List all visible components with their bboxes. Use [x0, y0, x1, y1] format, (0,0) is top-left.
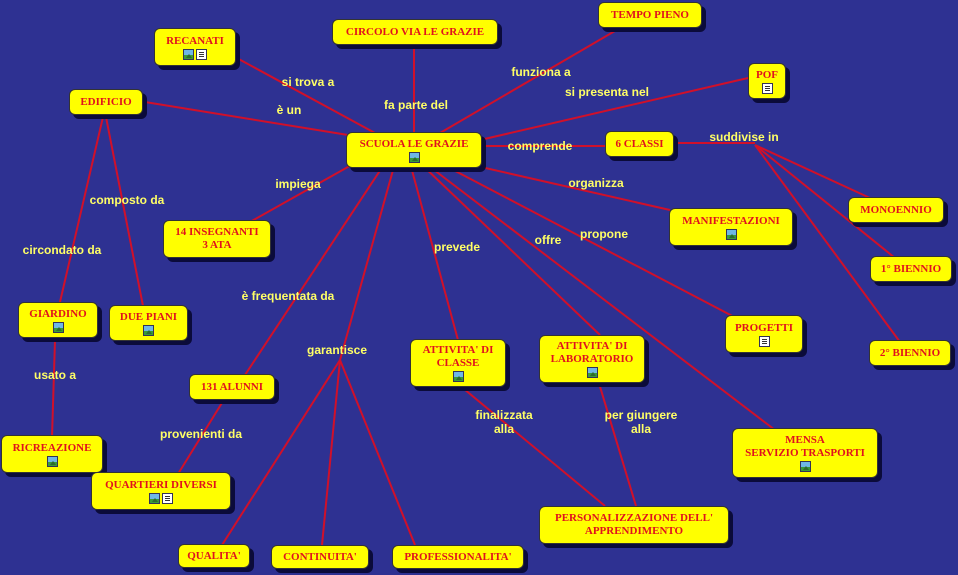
node-due-piani[interactable]: DUE PIANI: [109, 305, 188, 341]
document-icon[interactable]: [196, 48, 207, 60]
node-label: 14 INSEGNANTI 3 ATA: [175, 226, 259, 251]
node-recanati[interactable]: RECANATI: [154, 28, 236, 66]
link-label-e-frequentata-da: è frequentata da: [241, 289, 335, 303]
link-label-per-giungere-alla: per giungere alla: [604, 408, 678, 436]
node-quartieri-diversi[interactable]: QUARTIERI DIVERSI: [91, 472, 231, 510]
document-icon[interactable]: [761, 82, 773, 94]
node-label: RECANATI: [166, 34, 224, 47]
node-label: PROGETTI: [734, 321, 794, 334]
node-label: POF: [756, 68, 778, 81]
image-icon[interactable]: [452, 371, 464, 382]
node-label: EDIFICIO: [80, 95, 132, 108]
link-label-offre: offre: [534, 233, 562, 247]
node-label: PERSONALIZZAZIONE DELL' APPRENDIMENTO: [554, 512, 713, 537]
image-icon[interactable]: [799, 461, 811, 472]
link-label-comprende: comprende: [507, 139, 573, 153]
node-circolo-via-le-grazie[interactable]: CIRCOLO VIA LE GRAZIE: [332, 19, 498, 45]
link-label-organizza: organizza: [568, 176, 624, 190]
node-label: CONTINUITA': [283, 550, 357, 563]
node-attivita-di-classe[interactable]: ATTIVITA' DI CLASSE: [410, 339, 506, 387]
image-icon[interactable]: [149, 492, 160, 504]
node-131-alunni[interactable]: 131 ALUNNI: [189, 374, 275, 400]
link-label-finalizzata-alla: finalizzata alla: [475, 408, 533, 436]
node-label: MANIFESTAZIONI: [682, 214, 780, 227]
node-label: DUE PIANI: [119, 310, 178, 323]
link-label-funziona-a: funziona a: [511, 65, 571, 79]
link-label-circondato-da: circondato da: [22, 243, 102, 257]
node-label: GIARDINO: [29, 307, 87, 320]
node-label: ATTIVITA' DI CLASSE: [422, 344, 494, 369]
node-primo-biennio[interactable]: 1° BIENNIO: [870, 256, 952, 282]
link-label-si-presenta-nel: si presenta nel: [564, 85, 650, 99]
node-edificio[interactable]: EDIFICIO: [69, 89, 143, 115]
node-label: ATTIVITA' DI LABORATORIO: [550, 340, 634, 365]
link-label-suddivise-in: suddivise in: [709, 130, 779, 144]
link-label-impiega: impiega: [275, 177, 321, 191]
node-giardino[interactable]: GIARDINO: [18, 302, 98, 338]
link-label-propone: propone: [580, 227, 628, 241]
image-icon[interactable]: [52, 321, 64, 333]
node-tempo-pieno[interactable]: TEMPO PIENO: [598, 2, 702, 28]
link-label-garantisce: garantisce: [306, 343, 368, 357]
node-label: SCUOLA LE GRAZIE: [359, 137, 469, 150]
node-label: CIRCOLO VIA LE GRAZIE: [345, 25, 485, 38]
node-label: 2° BIENNIO: [879, 346, 941, 359]
node-ricreazione[interactable]: RICREAZIONE: [1, 435, 103, 473]
document-icon[interactable]: [162, 492, 173, 504]
node-label: RICREAZIONE: [12, 441, 92, 454]
node-continuita[interactable]: CONTINUITA': [271, 545, 369, 569]
node-secondo-biennio[interactable]: 2° BIENNIO: [869, 340, 951, 366]
node-label: TEMPO PIENO: [611, 8, 689, 21]
node-6-classi[interactable]: 6 CLASSI: [605, 131, 674, 157]
node-monoennio[interactable]: MONOENNIO: [848, 197, 944, 223]
node-label: QUARTIERI DIVERSI: [105, 478, 217, 491]
node-qualita[interactable]: QUALITA': [178, 544, 250, 568]
node-label: MENSA SERVIZIO TRASPORTI: [745, 434, 865, 459]
image-icon[interactable]: [143, 324, 154, 336]
link-label-si-trova-a: si trova a: [281, 75, 335, 89]
link-label-provenienti-da: provenienti da: [159, 427, 243, 441]
node-mensa-servizio-trasporti[interactable]: MENSA SERVIZIO TRASPORTI: [732, 428, 878, 478]
image-icon[interactable]: [725, 228, 737, 240]
image-icon[interactable]: [183, 48, 194, 60]
node-14-insegnanti[interactable]: 14 INSEGNANTI 3 ATA: [163, 220, 271, 258]
node-progetti[interactable]: PROGETTI: [725, 315, 803, 353]
link-label-fa-parte-del: fa parte del: [383, 98, 449, 112]
node-label: 131 ALUNNI: [200, 380, 264, 393]
node-label: MONOENNIO: [860, 203, 932, 216]
node-personalizzazione-apprendimento[interactable]: PERSONALIZZAZIONE DELL' APPRENDIMENTO: [539, 506, 729, 544]
node-attivita-di-laboratorio[interactable]: ATTIVITA' DI LABORATORIO: [539, 335, 645, 383]
node-label: 1° BIENNIO: [880, 262, 942, 275]
document-icon[interactable]: [758, 335, 770, 347]
image-icon[interactable]: [46, 455, 58, 467]
node-label: 6 CLASSI: [615, 137, 664, 150]
image-icon[interactable]: [586, 367, 598, 378]
node-professionalita[interactable]: PROFESSIONALITA': [392, 545, 524, 569]
link-label-usato-a: usato a: [33, 368, 77, 382]
node-manifestazioni[interactable]: MANIFESTAZIONI: [669, 208, 793, 246]
node-label: QUALITA': [187, 549, 241, 562]
node-scuola-le-grazie[interactable]: SCUOLA LE GRAZIE: [346, 132, 482, 168]
link-label-e-un: è un: [276, 103, 302, 117]
link-label-prevede: prevede: [433, 240, 481, 254]
node-pof[interactable]: POF: [748, 63, 786, 99]
link-label-composto-da: composto da: [89, 193, 165, 207]
node-label: PROFESSIONALITA': [404, 550, 512, 563]
image-icon[interactable]: [408, 151, 420, 163]
